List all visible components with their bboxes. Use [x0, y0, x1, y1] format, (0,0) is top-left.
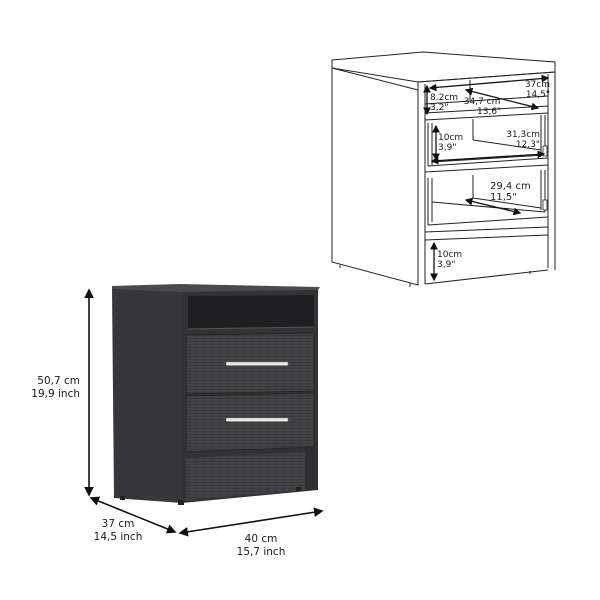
drawer2-width-metric: 29,4 cm [490, 181, 531, 192]
depth-metric: 37 cm [101, 518, 135, 530]
width-imperial: 15,7 inch [236, 546, 286, 558]
drawer2-width-imperial: 11,5" [490, 192, 517, 203]
shelf-depth-label: 37cm 14,5" [510, 80, 550, 100]
drawer1-depth-metric: 31,3cm [506, 130, 540, 140]
width-label: 40 cm 15,7 inch [226, 533, 296, 559]
shelf-depth-imperial: 14,5" [525, 90, 550, 100]
shelf-width-imperial: 13,6" [477, 107, 502, 117]
bottom-height-label: 10cm 3,9" [437, 250, 462, 270]
bottom-height-imperial: 3,9" [437, 260, 456, 270]
drawer-handle-icon [225, 417, 289, 422]
shelf-height-label: 8.2cm 3,2" [430, 93, 458, 113]
height-metric: 50,7 cm [37, 375, 80, 387]
drawer2-width-label: 29,4 cm 11,5" [490, 181, 531, 203]
shelf-width-metric: 34,7 cm [463, 97, 501, 107]
drawer1-depth-imperial: 12,3" [515, 140, 540, 150]
drawer1-height-metric: 10cm [438, 133, 464, 143]
drawer-slide-icon [542, 199, 548, 211]
shelf-width-label: 34,7 cm 13,6" [463, 97, 501, 117]
shelf-depth-metric: 37cm [524, 80, 550, 90]
nightstand-render [112, 284, 320, 505]
drawer1-height-imperial: 3,9" [438, 143, 457, 153]
width-metric: 40 cm [244, 533, 278, 545]
height-imperial: 19,9 inch [31, 388, 80, 400]
line-drawing-cabinet [331, 51, 556, 287]
depth-imperial: 14,5 inch [93, 531, 143, 543]
overall-dimension-arrows [84, 288, 324, 537]
bottom-height-metric: 10cm [437, 250, 463, 260]
height-label: 50,7 cm 19,9 inch [20, 375, 80, 401]
drawer-bottom [185, 392, 315, 453]
interior-dimension-arrows [423, 74, 550, 282]
drawer1-height-label: 10cm 3,9" [438, 133, 463, 153]
shelf-height-metric: 8.2cm [430, 93, 459, 103]
shelf-height-imperial: 3,2" [430, 103, 449, 113]
depth-label: 37 cm 14,5 inch [88, 518, 148, 544]
drawer-handle-icon [225, 361, 289, 366]
drawer1-depth-label: 31,3cm 12,3" [495, 130, 540, 150]
